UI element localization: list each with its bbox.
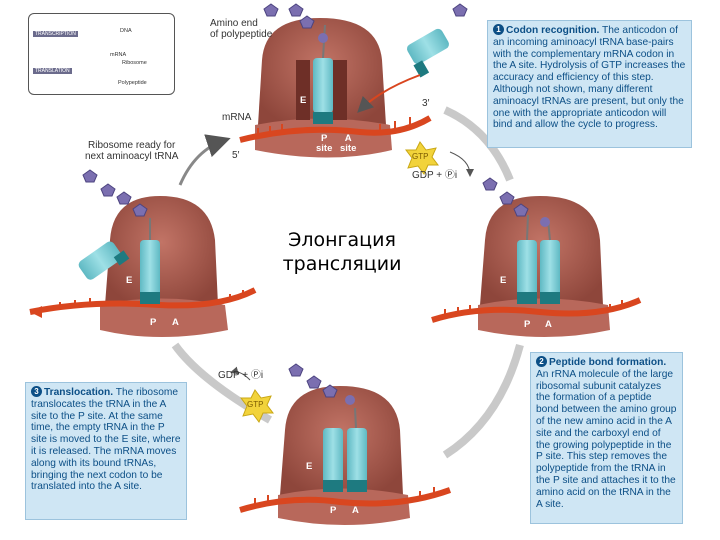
amino-end-label: Amino end of polypeptide [210, 18, 273, 40]
page-title: Элонгация трансляции [262, 228, 422, 276]
gtp-star-bottom [240, 389, 274, 423]
left-e-site-label: E [126, 275, 133, 286]
cycle-arrow-3 [442, 343, 524, 459]
ribosome-ready-label: Ribosome ready for next aminoacyl tRNA [85, 140, 179, 162]
ribosome-right [431, 177, 642, 337]
right-p-site-label: P [524, 319, 531, 330]
inset-ribosome-label: Ribosome [122, 60, 147, 66]
gtp-top-label: GTP [412, 152, 429, 161]
ribosome-bottom [239, 363, 452, 525]
step-3-number: 3 [31, 386, 42, 397]
step-3-text: The ribosome translocates the tRNA in th… [31, 387, 181, 493]
gtp-bottom-label: GTP [247, 400, 264, 409]
top-a-site-label: A site [340, 133, 357, 154]
left-a-site-label: A [172, 317, 179, 328]
mrna-label: mRNA [222, 112, 252, 123]
left-p-site-label: P [150, 317, 157, 328]
inset-translation-label: TRANSLATION [33, 68, 72, 74]
step-3-heading: Translocation. [44, 387, 114, 398]
cycle-arrow-1 [178, 134, 231, 186]
step-2-text: An rRNA molecule of the large ribosomal … [536, 368, 677, 510]
gdp-pi-bottom-label: GDP + Ⓟi [218, 370, 264, 381]
bottom-p-site-label: P [330, 505, 337, 516]
step-2-number: 2 [536, 356, 547, 367]
ribosome-top [239, 3, 468, 158]
cycle-arrow-2 [443, 106, 514, 182]
step-1-heading: Codon recognition. [506, 25, 600, 36]
bottom-a-site-label: A [352, 505, 359, 516]
right-e-site-label: E [500, 275, 507, 286]
five-prime-label: 5′ [232, 150, 240, 161]
step-1-number: 1 [493, 24, 504, 35]
inset-mrna-label: mRNA [110, 52, 127, 58]
gtp-star-top [405, 141, 439, 175]
inset-transcription-label: TRANSCRIPTION [33, 31, 78, 37]
inset-dna-label: DNA [120, 28, 132, 34]
top-p-site-label: P site [316, 133, 333, 154]
three-prime-label: 3′ [422, 98, 430, 109]
inset-polypeptide-label: Polypeptide [118, 80, 147, 86]
bottom-e-site-label: E [306, 461, 313, 472]
ribosome-left [29, 169, 257, 337]
step-1-text: The anticodon of an incoming aminoacyl t… [493, 25, 686, 131]
top-e-site-label: E [300, 95, 307, 106]
step-2-heading: Peptide bond formation. [549, 357, 667, 368]
overview-inset [28, 13, 175, 95]
gdp-pi-top-label: GDP + Ⓟi [412, 170, 458, 181]
right-a-site-label: A [545, 319, 552, 330]
